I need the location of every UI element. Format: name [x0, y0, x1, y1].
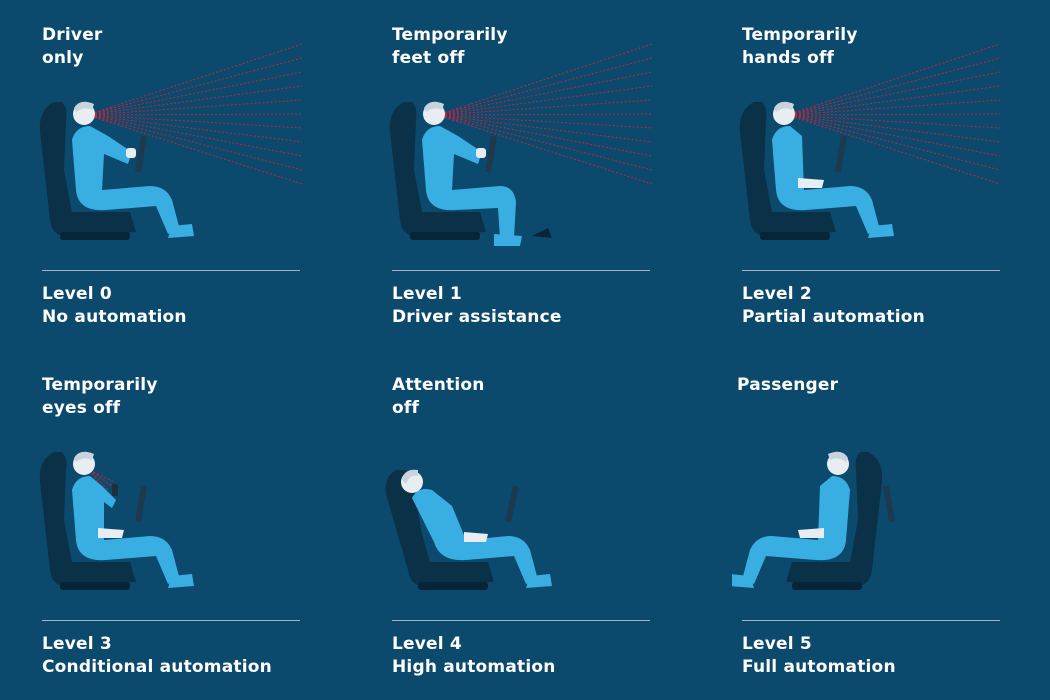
- gaze-cone: [786, 43, 1001, 185]
- level-5-panel: Passenger Level 5 Full automation: [732, 350, 1042, 700]
- level-0-mode: Driver only: [42, 25, 103, 68]
- divider-line: [742, 620, 1000, 621]
- gaze-cone: [86, 43, 303, 185]
- steering-wheel: [505, 485, 519, 523]
- divider-line: [392, 620, 650, 621]
- level-4-panel: Attention off Level 4 High automation: [385, 350, 692, 700]
- car-seat: [39, 452, 136, 590]
- level-3-caption: Level 3 Conditional automation: [42, 633, 272, 679]
- level-5-caption: Level 5 Full automation: [742, 633, 896, 679]
- level-5-number: Level 5: [742, 634, 812, 654]
- car-seat: [389, 102, 486, 240]
- divider-line: [42, 620, 300, 621]
- level-4-caption: Level 4 High automation: [392, 633, 556, 679]
- level-2-panel: Temporarily hands off: [739, 0, 1042, 350]
- steering-wheel: [883, 485, 895, 523]
- car-seat: [39, 102, 136, 240]
- driver-figure: [72, 101, 194, 238]
- passenger-facing-backward-icon: [732, 451, 895, 590]
- level-2-caption: Level 2 Partial automation: [742, 283, 925, 329]
- phone-shape: [112, 484, 118, 496]
- steering-wheel: [135, 485, 147, 523]
- level-2-mode: Temporarily hands off: [742, 25, 858, 68]
- driver-feet-off-icon: [389, 43, 653, 246]
- level-4-mode: Attention off: [392, 375, 485, 418]
- driver-figure: [401, 469, 552, 588]
- divider-line: [42, 270, 300, 271]
- level-0-number: Level 0: [42, 284, 112, 304]
- driver-hands-off-icon: [739, 43, 1001, 240]
- level-5-name: Full automation: [742, 657, 896, 677]
- level-1-mode: Temporarily feet off: [392, 25, 508, 68]
- level-1-panel: Temporarily feet off: [389, 0, 692, 350]
- level-0-panel: Driver only: [39, 0, 342, 350]
- driver-figure: [422, 101, 522, 246]
- steering-wheel: [485, 135, 497, 173]
- level-2-number: Level 2: [742, 284, 812, 304]
- level-5-mode: Passenger: [737, 375, 839, 395]
- level-3-mode: Temporarily eyes off: [42, 375, 158, 418]
- divider-line: [392, 270, 650, 271]
- level-0-name: No automation: [42, 307, 187, 327]
- driver-figure: [772, 101, 894, 238]
- level-3-name: Conditional automation: [42, 657, 272, 677]
- steering-wheel: [135, 135, 147, 173]
- level-3-number: Level 3: [42, 634, 112, 654]
- level-1-number: Level 1: [392, 284, 462, 304]
- driver-sleeping-icon: [385, 469, 552, 590]
- level-4-name: High automation: [392, 657, 556, 677]
- driver-using-phone-icon: [39, 451, 194, 590]
- driver-hands-on-wheel-icon: [39, 43, 303, 240]
- level-4-number: Level 4: [392, 634, 462, 654]
- car-seat: [739, 102, 836, 240]
- passenger-figure: [732, 451, 850, 588]
- pedal-shape: [532, 228, 552, 238]
- level-3-panel: Temporarily eyes off: [39, 350, 342, 700]
- level-2-name: Partial automation: [742, 307, 925, 327]
- divider-line: [742, 270, 1000, 271]
- level-0-caption: Level 0 No automation: [42, 283, 187, 329]
- driver-figure: [72, 451, 194, 588]
- level-1-name: Driver assistance: [392, 307, 562, 327]
- level-1-caption: Level 1 Driver assistance: [392, 283, 562, 329]
- car-seat: [786, 452, 883, 590]
- gaze-cone: [436, 43, 653, 185]
- steering-wheel: [835, 135, 847, 173]
